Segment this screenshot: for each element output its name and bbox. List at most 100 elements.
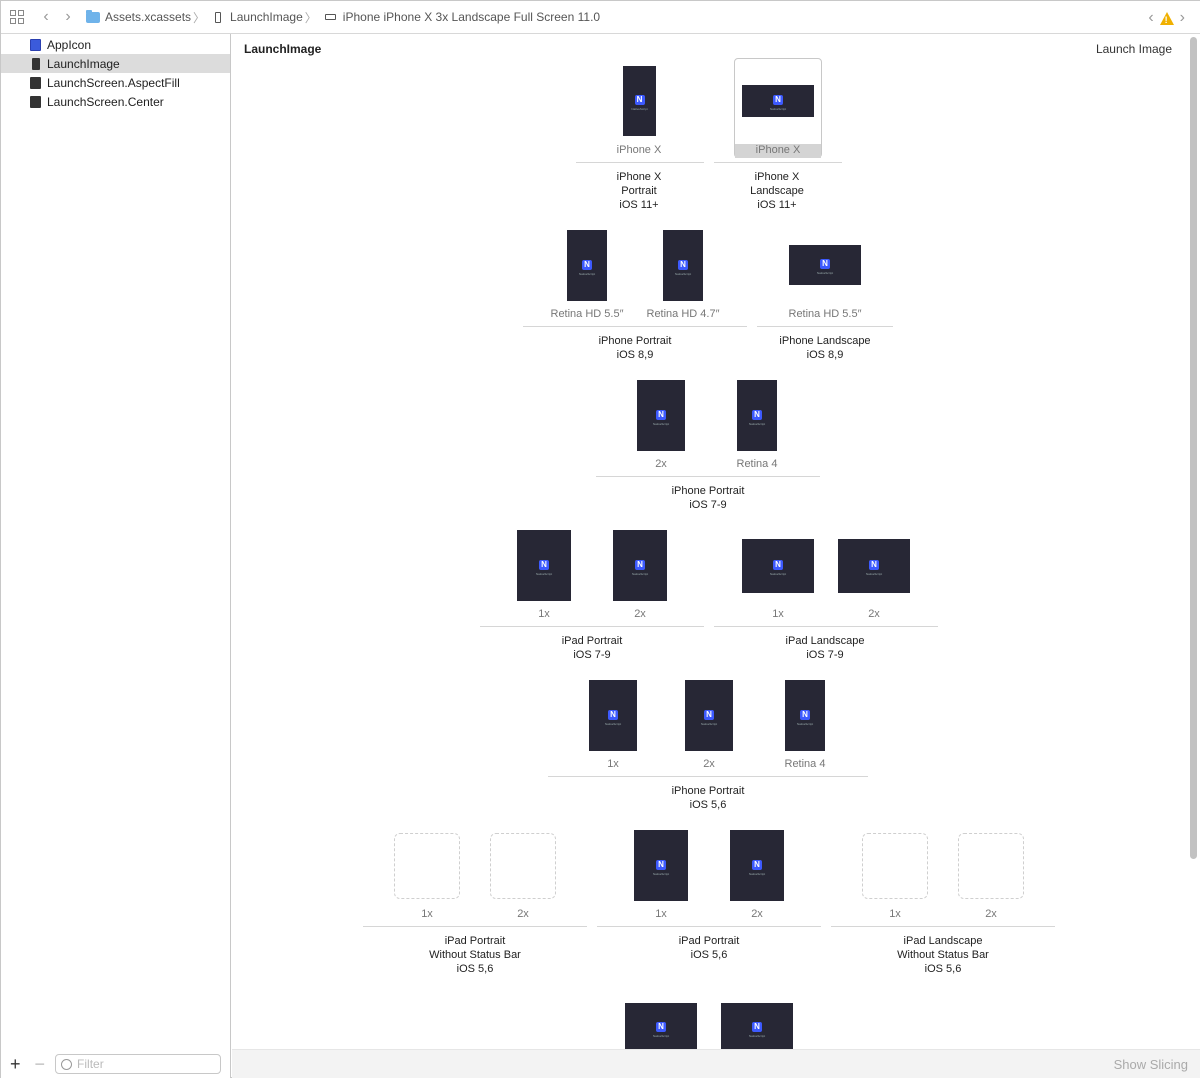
group-divider xyxy=(363,926,587,927)
group-divider xyxy=(523,326,747,327)
asset-sidebar: AppIcon LaunchImage LaunchScreen.AspectF… xyxy=(1,34,231,1078)
nativescript-logo-icon: N xyxy=(635,559,645,570)
nativescript-logo-icon: N xyxy=(656,1022,666,1032)
folder-icon xyxy=(86,9,100,23)
logo-text: NativeScript xyxy=(748,871,766,876)
sidebar-item-label: LaunchScreen.AspectFill xyxy=(47,75,180,90)
nativescript-logo-icon: N xyxy=(656,859,666,870)
jump-bar: ‹ › Assets.xcassets 〉 LaunchImage 〉 iPho… xyxy=(1,1,1200,34)
empty-image-well[interactable] xyxy=(958,833,1024,899)
empty-image-well[interactable] xyxy=(862,833,928,899)
logo-text: NativeScript xyxy=(769,107,787,111)
group-divider xyxy=(714,162,842,163)
sidebar-item-launchscreen-center[interactable]: LaunchScreen.Center xyxy=(1,92,230,111)
slot-label: 1x xyxy=(889,908,901,920)
slot-label: 2x xyxy=(868,608,880,620)
breadcrumb: Assets.xcassets 〉 LaunchImage 〉 iPhone i… xyxy=(86,9,600,26)
asset-type-label: Launch Image xyxy=(1095,42,1172,56)
back-arrow-icon[interactable]: ‹ xyxy=(43,8,49,25)
editor-bottom-bar: Show Slicing xyxy=(232,1049,1200,1078)
slot-label: 1x xyxy=(655,908,667,920)
breadcrumb-item[interactable]: iPhone iPhone X 3x Landscape Full Screen… xyxy=(342,10,601,24)
show-slicing-button[interactable]: Show Slicing xyxy=(1113,1057,1188,1072)
sidebar-item-label: LaunchScreen.Center xyxy=(47,94,164,109)
logo-text: NativeScript xyxy=(578,271,596,276)
logo-text: NativeScript xyxy=(816,271,834,275)
slot-label: 1x xyxy=(607,758,619,770)
sidebar-item-launchimage[interactable]: LaunchImage xyxy=(1,54,230,73)
nativescript-logo-icon: N xyxy=(800,709,810,720)
launch-image-well[interactable]: N NativeScript xyxy=(789,245,861,285)
add-icon[interactable]: + xyxy=(10,1053,21,1074)
breadcrumb-separator: 〉 xyxy=(193,10,206,25)
slot-label: 2x xyxy=(655,458,667,470)
breadcrumb-launch-image[interactable]: LaunchImage xyxy=(230,10,303,24)
sidebar-item-launchscreen-aspectfill[interactable]: LaunchScreen.AspectFill xyxy=(1,73,230,92)
logo-text: NativeScript xyxy=(700,721,718,726)
group-divider xyxy=(576,162,704,163)
vertical-scrollbar[interactable] xyxy=(1190,37,1197,859)
nativescript-logo-icon: N xyxy=(752,409,762,420)
empty-image-well[interactable] xyxy=(490,833,556,899)
group-divider xyxy=(597,926,821,927)
logo-text: NativeScript xyxy=(631,571,649,576)
next-issue-icon[interactable]: › xyxy=(1179,9,1185,26)
launch-image-set-icon xyxy=(32,57,40,70)
nativescript-logo-icon: N xyxy=(656,409,666,420)
slot-label: 1x xyxy=(538,608,550,620)
slot-label: 2x xyxy=(634,608,646,620)
slot-label: iPhone X xyxy=(616,144,662,156)
slot-label: Retina HD 5.5″ xyxy=(550,308,624,320)
remove-icon[interactable]: − xyxy=(34,1053,46,1074)
sidebar-item-label: LaunchImage xyxy=(47,56,120,71)
group-divider xyxy=(831,926,1055,927)
logo-text: NativeScript xyxy=(652,421,670,426)
logo-text: NativeScript xyxy=(535,571,553,576)
slot-label: 2x xyxy=(517,908,529,920)
nativescript-logo-icon: N xyxy=(820,259,830,269)
slot-label: 1x xyxy=(421,908,433,920)
app-icon-set-icon xyxy=(30,38,41,51)
sidebar-item-appicon[interactable]: AppIcon xyxy=(1,35,230,54)
slot-label: Retina 4 xyxy=(736,458,778,470)
asset-title: LaunchImage xyxy=(244,42,322,56)
slot-label: Retina 4 xyxy=(784,758,826,770)
sidebar-item-label: AppIcon xyxy=(47,37,92,52)
breadcrumb-assets[interactable]: Assets.xcassets xyxy=(105,10,192,24)
nativescript-logo-icon: N xyxy=(634,95,645,105)
logo-text: NativeScript xyxy=(748,421,766,426)
related-items-icon[interactable] xyxy=(10,10,26,24)
empty-image-well[interactable] xyxy=(394,833,460,899)
logo-text: NativeScript xyxy=(674,271,692,276)
filter-field[interactable]: Filter xyxy=(55,1054,222,1074)
warning-icon[interactable]: ! xyxy=(1159,11,1174,25)
forward-arrow-icon[interactable]: › xyxy=(65,8,71,25)
selected-slot-label: iPhone X xyxy=(735,144,821,158)
previous-issue-icon[interactable]: ‹ xyxy=(1148,9,1154,26)
logo-text: NativeScript xyxy=(748,1034,766,1038)
